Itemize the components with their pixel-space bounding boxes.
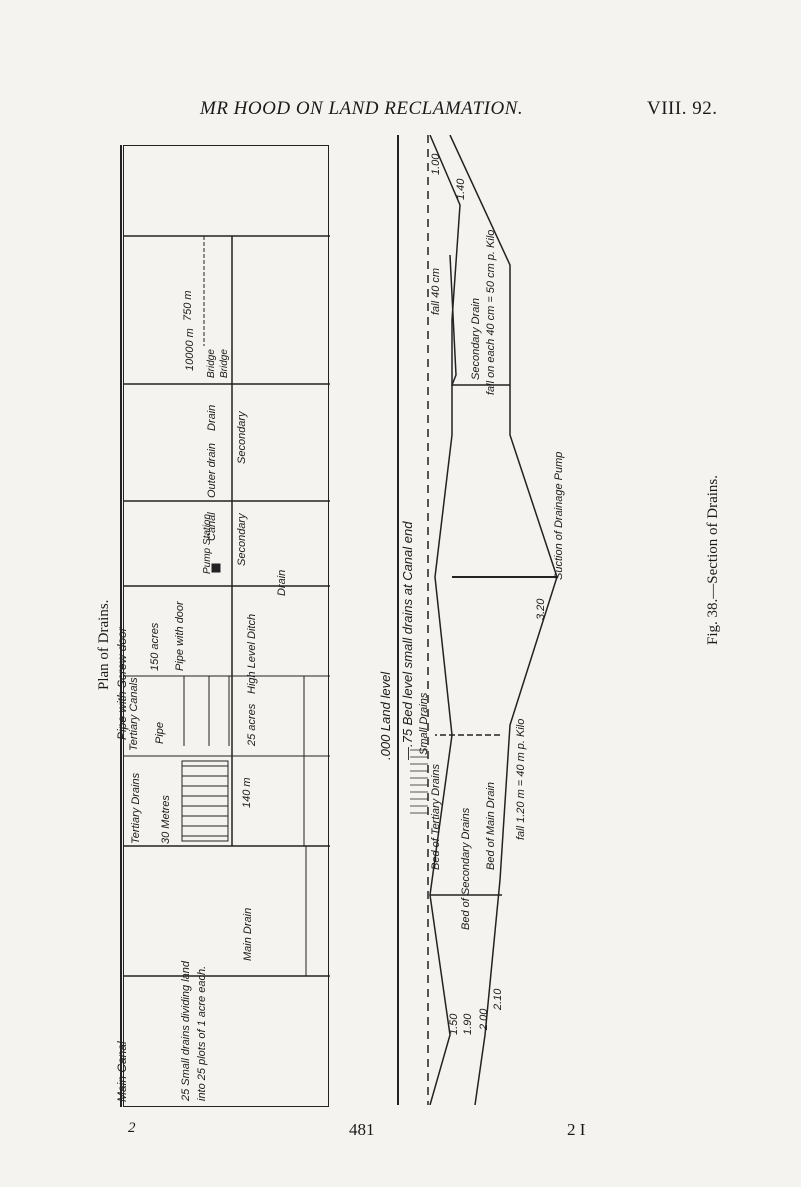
bridge-label-1: Bridge xyxy=(206,349,217,378)
plate-mark: 2 xyxy=(128,1120,136,1136)
plan-lines xyxy=(124,235,330,977)
plan-of-drains: 750 m 10000 m Bridge Bridge Drain Second… xyxy=(123,145,330,1107)
val-320-label: 3.20 xyxy=(535,598,547,620)
outer-drain-label: Outer drain xyxy=(206,442,218,498)
tertiary-drains-label: Tertiary Drains xyxy=(130,772,142,844)
pipe-with-door-label: Pipe with door xyxy=(174,601,186,671)
plate-reference: VIII. 92. xyxy=(647,98,718,119)
dim-140m: 140 m xyxy=(241,777,253,808)
val-200-label: 2.00 xyxy=(478,1008,490,1030)
drain-label-right: Drain xyxy=(276,569,288,596)
bridge-label-2: Bridge xyxy=(219,349,230,378)
running-header: MR HOOD ON LAND RECLAMATION. VIII. 92. xyxy=(200,98,720,120)
bed-level-label: —.75 Bed level small drains at Canal end xyxy=(400,521,415,760)
bed-secondary-label: Bed of Secondary Drains xyxy=(460,807,472,930)
main-drain-label: Main Drain xyxy=(242,907,254,961)
val-210-label: 2.10 xyxy=(492,988,504,1010)
bed-main-label: Bed of Main Drain xyxy=(485,781,497,870)
small-drains-section-label: Small Drains xyxy=(418,692,430,755)
dim-10000m: 10000 m xyxy=(184,328,196,371)
figure-caption: Fig. 38.—Section of Drains. xyxy=(705,475,721,645)
val-150-label: 1.50 xyxy=(448,1013,460,1035)
secondary-label-1: Secondary xyxy=(236,411,248,464)
fall-40-label: fall 40 cm xyxy=(430,267,442,315)
main-canal-line xyxy=(120,145,122,1107)
dim-750m: 750 m xyxy=(182,290,194,321)
pump-station-label: Pump Station xyxy=(202,513,213,574)
small-drains-label-2: into 25 plots of 1 acre each. xyxy=(196,965,208,1101)
acres-150-label: 150 acres xyxy=(149,622,161,671)
fall-each-label: fall on each 40 cm = 50 cm p. Kilo xyxy=(485,229,497,395)
val-100-label: 1.00 xyxy=(430,153,442,175)
sheet-number: 2 I xyxy=(567,1120,586,1139)
bed-tertiary-label: Bed of Tertiary Drains xyxy=(430,764,442,870)
small-drains-label: 25 Small drains dividing land xyxy=(180,960,192,1101)
suction-label: Suction of Drainage Pump xyxy=(553,451,565,580)
secondary-label-2: Secondary xyxy=(236,513,248,566)
page-number: 481 xyxy=(349,1120,375,1139)
fall-main-label: fall 1.20 m = 40 m p. Kilo xyxy=(515,718,527,840)
header-title: MR HOOD ON LAND RECLAMATION. xyxy=(200,98,524,119)
section-of-drains xyxy=(397,135,558,1105)
secondary-drain-label: Secondary Drain xyxy=(470,298,482,380)
plan-title: Plan of Drains. xyxy=(96,599,112,690)
high-level-ditch-label: High Level Ditch xyxy=(246,613,258,694)
acres-25-label: 25 acres xyxy=(246,703,258,746)
metres-30-label: 30 Metres xyxy=(160,795,172,844)
drain-label-left: Drain xyxy=(206,404,218,431)
val-140-label: 1.40 xyxy=(455,178,467,200)
val-190-label: 1.90 xyxy=(462,1013,474,1035)
tertiary-canals-label: Tertiary Canals xyxy=(128,677,140,751)
pipe-label: Pipe xyxy=(154,721,166,744)
land-level-label: .000 Land level xyxy=(378,671,393,760)
